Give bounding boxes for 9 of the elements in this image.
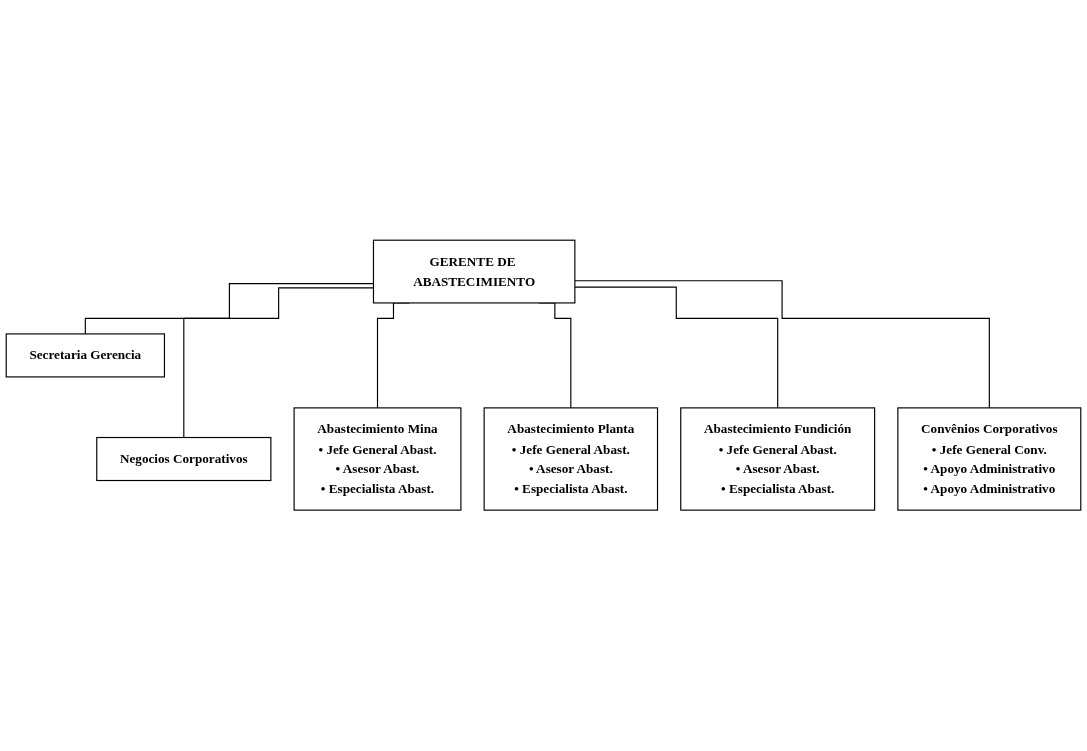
node-box: GERENTE DE ABASTECIMIENTO bbox=[372, 239, 576, 304]
node-box: Negocios Corporativos bbox=[96, 437, 272, 482]
node-box: Secretaria Gerencia bbox=[5, 333, 166, 378]
node-box: Abastecimiento Planta • Jefe General Abast. • Asesor Abast. • Especialista Abast. bbox=[483, 407, 659, 512]
node-box: Abastecimiento Fundición • Jefe General Abast. • Asesor Abast. • Especialista Abast. bbox=[680, 407, 876, 512]
connector bbox=[574, 280, 990, 409]
connector bbox=[574, 286, 779, 409]
node-box: Abastecimiento Mina • Jefe General Abast. • Asesor Abast. • Especialista Abast. bbox=[293, 407, 462, 512]
node-box: Convênios Corporativos • Jefe General Conv. • Apoyo Administrativo • Apoyo Administrativo bbox=[897, 407, 1082, 512]
